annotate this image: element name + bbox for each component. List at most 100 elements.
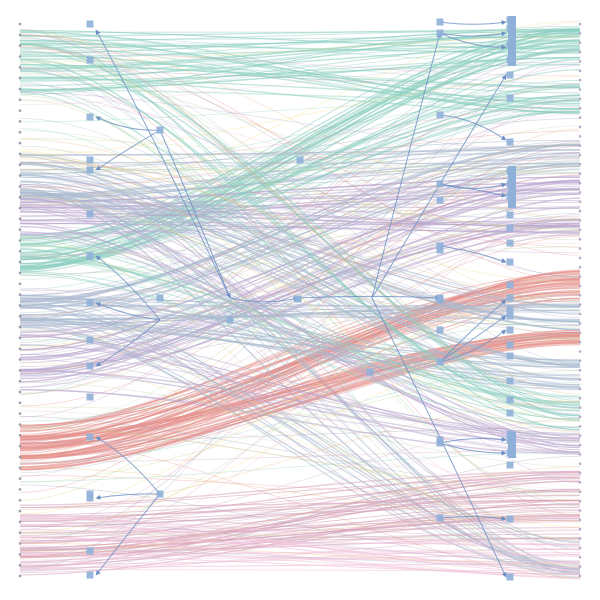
flow-strand [19,63,581,235]
flow-strand [19,344,581,434]
hub-mid-node [226,316,234,324]
arrow-links [95,20,507,578]
right-axis-node [578,266,582,269]
right-axis-node [578,350,582,353]
left-axis-node [18,401,22,405]
flow-strand [19,388,581,455]
left-axis-node [18,293,22,296]
flow-strand [19,110,581,268]
left-axis-node [18,87,22,91]
flow-strand [19,325,581,379]
flow-strand [19,499,581,527]
flow-strand [19,490,581,528]
flow-strand [19,341,581,465]
flow-strand [19,49,581,85]
flow-strand [19,65,581,418]
flow-strand [19,200,581,516]
arrow-link [439,245,507,263]
flow-strand [19,370,581,440]
arrow-link [439,183,507,198]
flow-strand [19,162,581,386]
hub-left-node [86,113,94,121]
hub-right-node [436,18,444,26]
flow-strand [19,320,581,422]
flow-strand [19,282,581,437]
flow-strand [19,207,581,218]
right-axis-node [578,303,582,307]
flow-strand [19,332,581,474]
flow-strand [19,172,581,240]
right-axis-node [578,340,582,344]
flow-strand [19,235,581,447]
flow-strand [19,160,581,307]
flow-strand [19,520,581,563]
flow-strand [19,83,581,290]
hub-left-node [86,336,94,344]
flow-strand [19,426,581,494]
flow-strand [19,314,581,321]
flow-strand [19,503,581,559]
left-axis-node [18,304,22,307]
flow-strand [19,476,581,526]
flow-strand [19,36,581,506]
right-axis-node [578,322,582,325]
left-axis-node [18,488,22,491]
left-axis-node [18,174,22,177]
arrow-link [439,182,507,189]
flow-strand [19,155,581,296]
hub-left-node [86,393,94,401]
flow-strand [19,43,581,416]
flow-strand [19,43,581,54]
flow-strand [19,471,581,558]
hub-mid-node [296,156,304,164]
flow-strand [19,189,581,315]
flow-strand [19,66,581,516]
flow-strand [19,49,581,388]
node-markers [18,16,582,581]
flow-strand [19,163,581,230]
flow-strand [19,156,581,283]
flow-strand [19,128,581,458]
left-axis-node [18,282,22,286]
flow-strand [19,231,581,438]
flow-strand [19,95,581,265]
flow-strand [19,41,581,106]
hub-right-node [436,326,444,334]
flow-strand [19,61,581,105]
flow-strand [19,401,581,510]
hub-right-node [436,29,444,37]
flow-strand [19,152,581,568]
right-axis-node [578,499,582,503]
flow-strand [19,57,581,570]
flow-strand [19,553,581,565]
arrow-link [95,493,161,500]
flow-strand [19,296,581,327]
flow-strand [19,298,581,311]
arrow-link [159,129,231,299]
right-targets-node [506,138,514,146]
flow-strand [19,569,581,572]
hub-left-node [86,490,94,498]
right-targets-node [506,94,514,102]
right-axis-node [578,556,582,559]
right-axis-node [578,135,582,138]
left-axis-node [18,531,22,534]
flow-strand [19,95,581,442]
right-axis-node [578,153,582,157]
flow-strand [19,257,581,404]
flow-strand [19,191,581,331]
flow-strand [19,297,581,576]
flow-strand [19,31,581,110]
flow-strand [19,244,581,329]
left-axis-node [18,358,22,361]
flow-strand [19,50,581,420]
right-axis-node [578,209,582,213]
flow-strand [19,176,581,307]
flow-strand [19,130,581,189]
flow-strand [19,274,581,428]
flow-strand [19,97,581,123]
flow-strand [19,536,581,554]
hub-mid-node [366,368,374,376]
